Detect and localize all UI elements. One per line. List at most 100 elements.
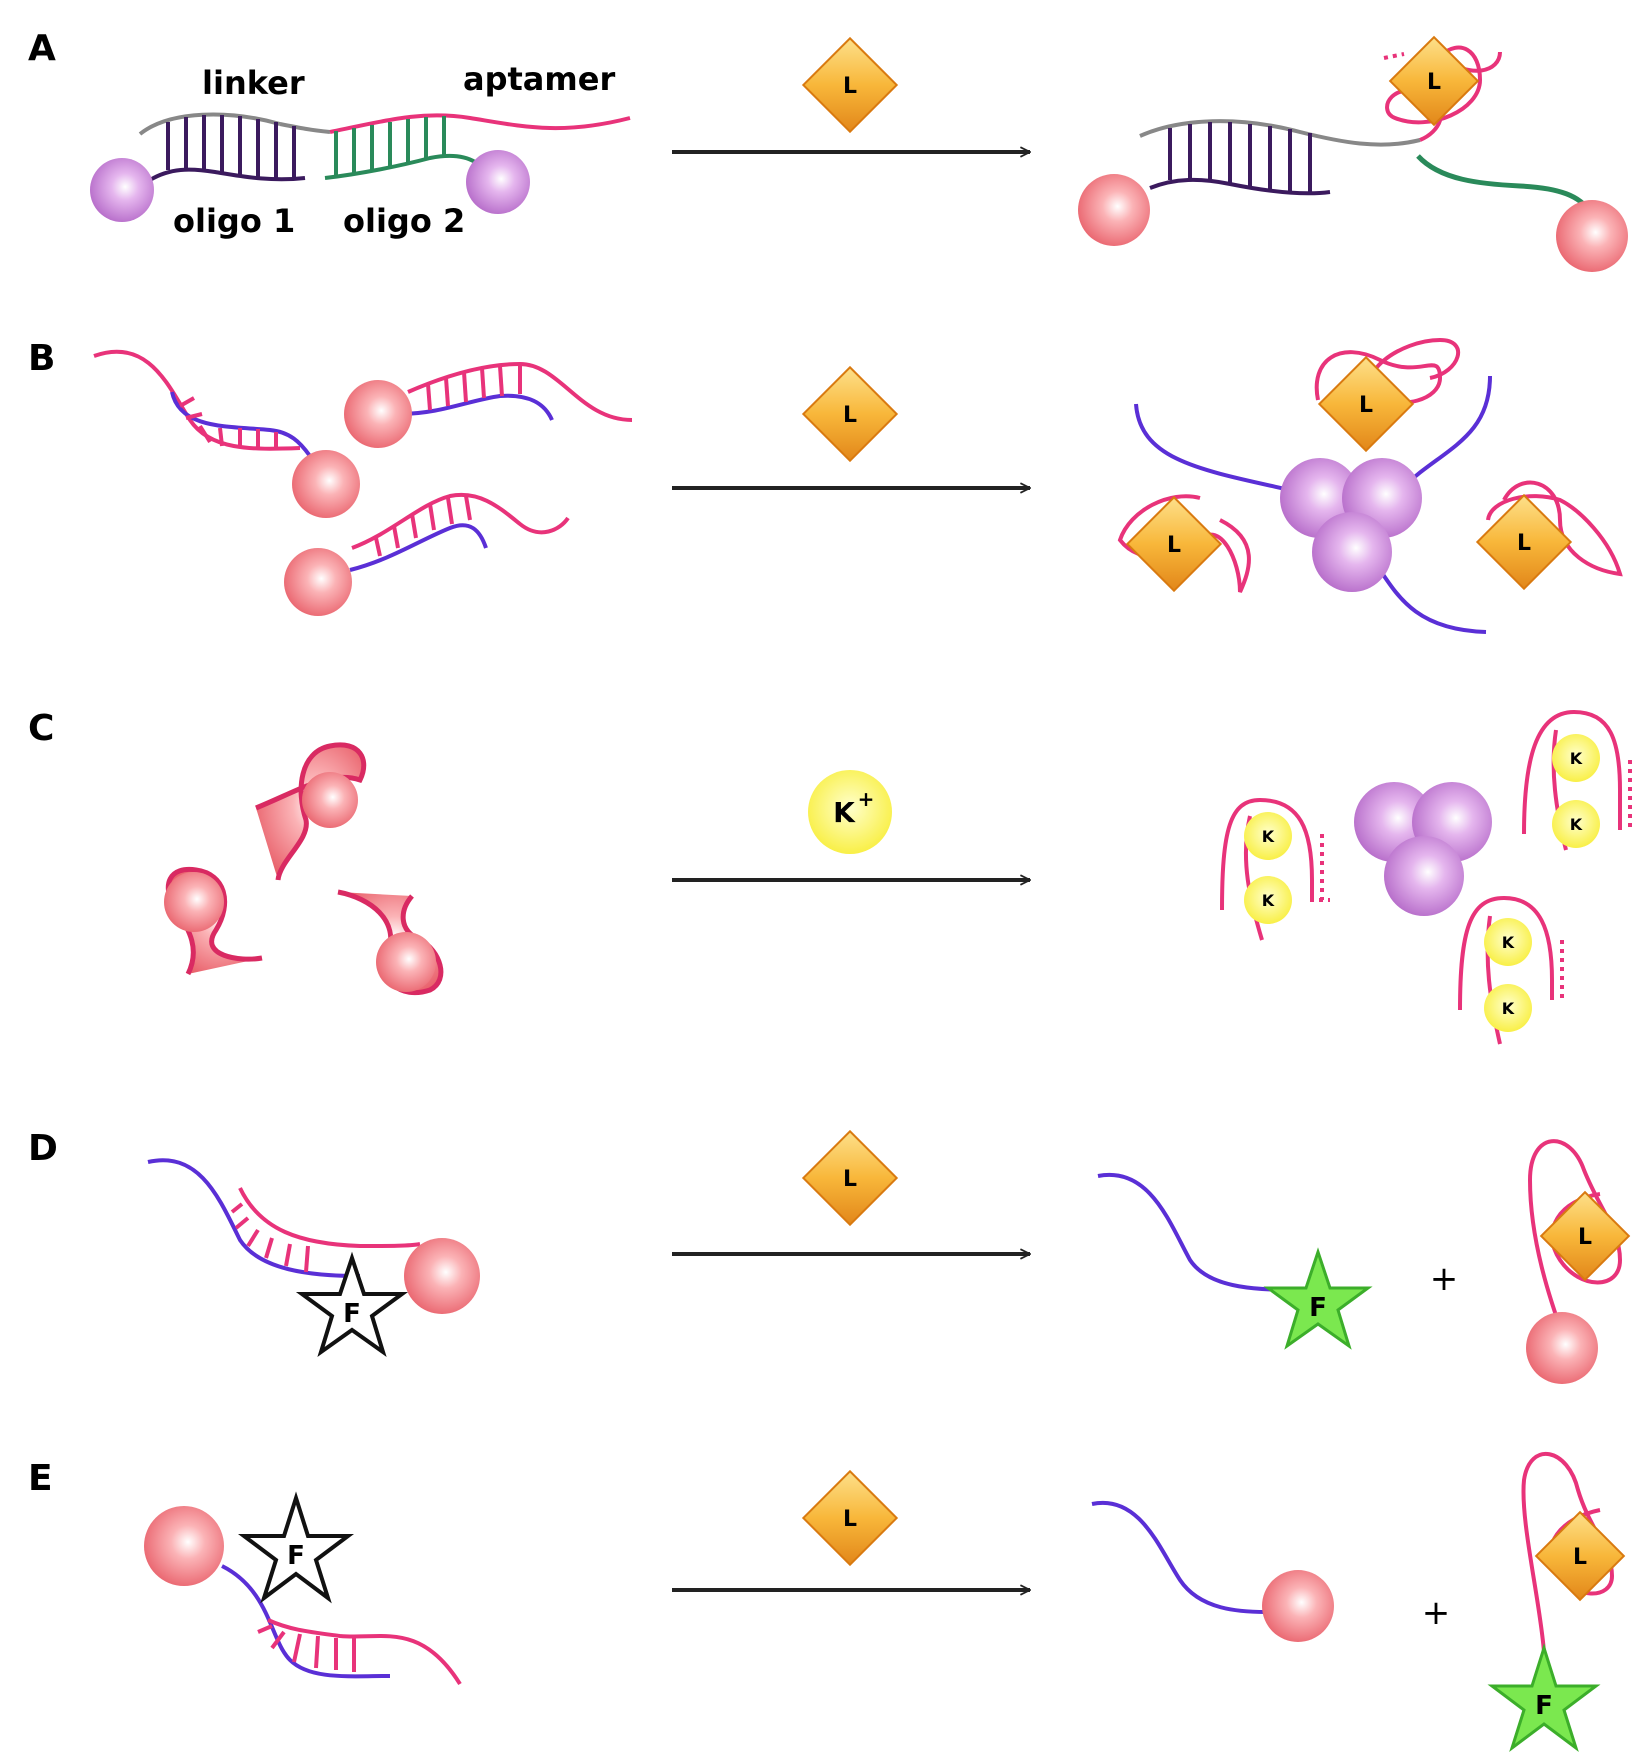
ion-label: K <box>1570 749 1583 768</box>
particle-red <box>1556 200 1628 272</box>
ligand-label: L <box>1167 533 1181 558</box>
aptamer-strand-folded <box>1314 337 1461 405</box>
ion-label: K <box>1502 999 1515 1018</box>
complement-strand <box>1097 1172 1311 1292</box>
particle-red <box>292 450 360 518</box>
particle-purple <box>466 150 530 214</box>
particle-red <box>344 380 412 448</box>
complement-strand <box>1134 403 1291 492</box>
aptamer-dashed-end <box>1383 52 1405 60</box>
looped-aptamer-particle <box>337 889 444 996</box>
g-quadruplex: K K <box>1522 709 1632 851</box>
ligand-label: L <box>843 1167 857 1192</box>
ligand-label: L <box>1573 1545 1587 1570</box>
ligand-label: L <box>1578 1225 1592 1250</box>
plus-sign: + <box>1422 1593 1451 1633</box>
ligand-label: L <box>843 403 857 428</box>
ion-label: K <box>1262 891 1275 910</box>
fluorophore-label: F <box>1535 1691 1553 1721</box>
base-pairs <box>374 495 472 557</box>
fluorophore-label: F <box>343 1299 361 1329</box>
aptamer-strand-folded <box>1527 1139 1623 1339</box>
fluorophore-label: F <box>1309 1293 1327 1323</box>
quenched-fluorophore: F <box>295 1251 409 1358</box>
label-linker: linker <box>202 64 305 102</box>
aptamer-strand-folded <box>1486 480 1623 577</box>
complement-strand <box>349 523 488 572</box>
panel-label-b: B <box>28 338 55 379</box>
label-oligo-2: oligo 2 <box>343 202 465 240</box>
panel-a: A linker aptamer oligo 1 oligo 2 <box>28 28 1628 272</box>
oligo-1-base-pairs <box>1168 122 1312 194</box>
base-pairs <box>257 1624 356 1672</box>
aptamer-strand <box>267 1618 462 1686</box>
oligo-1-strand <box>1149 177 1331 196</box>
oligo-2-base-pairs <box>334 116 446 177</box>
particle-purple <box>1312 512 1392 592</box>
ligand-diamond: L <box>1534 1510 1626 1602</box>
ligand-diamond: L <box>1125 495 1223 593</box>
particle-purple <box>1384 836 1464 916</box>
panel-e: E F L + L F <box>28 1451 1626 1753</box>
complement-strand <box>221 1564 391 1679</box>
linker-strand <box>1139 119 1421 147</box>
ligand-diamond: L <box>1475 493 1573 591</box>
oligo-1-strand <box>148 167 306 182</box>
complement-strand <box>1398 375 1492 492</box>
g-quadruplex: K K <box>1220 797 1330 941</box>
oligo-2-strand <box>1416 154 1593 214</box>
aptamer-strand <box>238 1187 421 1249</box>
fluorophore-on: F <box>1487 1643 1601 1753</box>
ligand-label: L <box>843 74 857 99</box>
panel-label-d: D <box>28 1128 58 1169</box>
label-aptamer: aptamer <box>463 60 615 98</box>
looped-aptamer-particle <box>255 742 367 881</box>
aptamer-strand <box>93 349 301 451</box>
looped-aptamer-particle <box>164 866 263 976</box>
aptamer-strand <box>329 113 631 134</box>
ligand-label: L <box>1427 70 1441 95</box>
ligand-label: L <box>1359 393 1373 418</box>
linker-strand-mid <box>279 122 331 134</box>
ligand-diamond: L <box>801 1469 899 1567</box>
oligo-1-base-pairs <box>166 115 296 181</box>
complement-strand <box>1091 1500 1267 1614</box>
particle-red <box>144 1506 224 1586</box>
ion-label: K <box>1502 933 1515 952</box>
g-quadruplex: K K <box>1458 895 1564 1045</box>
base-pairs <box>230 1202 310 1273</box>
ion-charge: + <box>858 787 875 811</box>
panel-b: B <box>28 337 1623 634</box>
panel-label-a: A <box>28 28 56 69</box>
panel-d: D F L F + L <box>28 1128 1631 1384</box>
particle-red <box>1078 174 1150 246</box>
base-pairs <box>179 396 278 448</box>
particle-red <box>1526 1312 1598 1384</box>
panel-c: C K + K K <box>28 708 1632 1045</box>
ligand-diamond: L <box>801 365 899 463</box>
particle-red <box>284 548 352 616</box>
particle-red <box>404 1238 480 1314</box>
quenched-fluorophore: F <box>238 1491 354 1604</box>
ligand-label: L <box>1517 531 1531 556</box>
ligand-diamond: L <box>1317 355 1415 453</box>
aptamer-strand <box>407 361 633 422</box>
ligand-diamond: L <box>801 1129 899 1227</box>
fluorophore-label: F <box>287 1541 305 1571</box>
ligand-diamond: L <box>801 36 899 134</box>
aptamer-strand <box>351 492 570 550</box>
label-oligo-1: oligo 1 <box>173 202 295 240</box>
ion-label: K <box>1262 827 1275 846</box>
particle-red <box>1262 1570 1334 1642</box>
ligand-diamond: L <box>1388 35 1480 127</box>
ion-label: K <box>1570 815 1583 834</box>
particle-purple <box>90 158 154 222</box>
panel-label-c: C <box>28 708 54 749</box>
linker-strand <box>138 112 281 136</box>
plus-sign: + <box>1430 1259 1459 1299</box>
panel-label-e: E <box>28 1458 53 1499</box>
base-pairs <box>426 365 522 411</box>
ligand-diamond: L <box>1539 1190 1631 1282</box>
